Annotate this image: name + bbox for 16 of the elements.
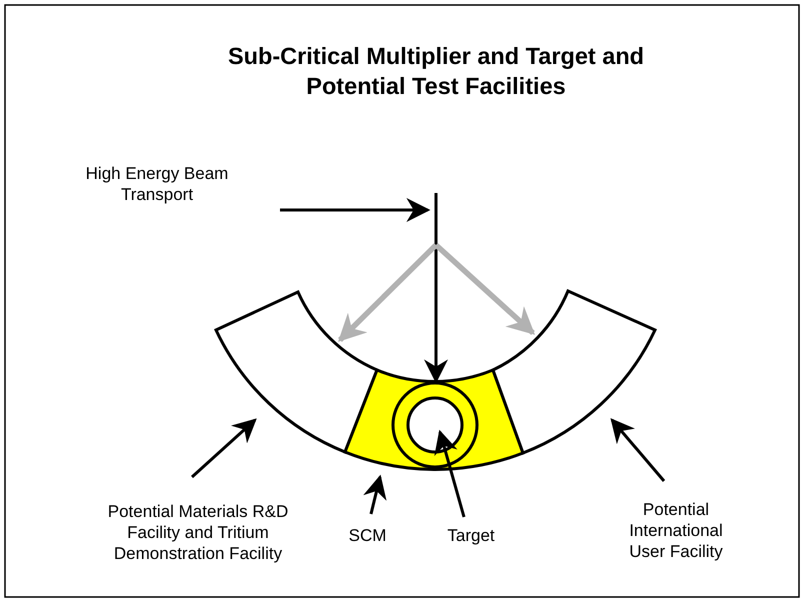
diagram-title: Sub-Critical Multiplier and Target and Potential Test Facilities (226, 42, 646, 101)
target-rings (392, 382, 478, 468)
beam-label: High Energy Beam Transport (62, 163, 252, 205)
facility-label: Potential International User Facility (611, 499, 741, 562)
target-label: Target (436, 525, 506, 546)
beam-split-arrow (434, 242, 536, 336)
beam-split-arrow (338, 243, 438, 342)
facility-segment (214, 290, 378, 454)
arrow (191, 418, 257, 478)
scm-label: SCM (340, 525, 395, 546)
arrow (610, 418, 666, 482)
facility-label: Potential Materials R&D Facility and Tritium Demonstration Facility (93, 501, 303, 564)
arrow (363, 474, 387, 514)
arrow (280, 198, 430, 222)
arrow (434, 430, 466, 518)
facility-segment (492, 290, 656, 454)
